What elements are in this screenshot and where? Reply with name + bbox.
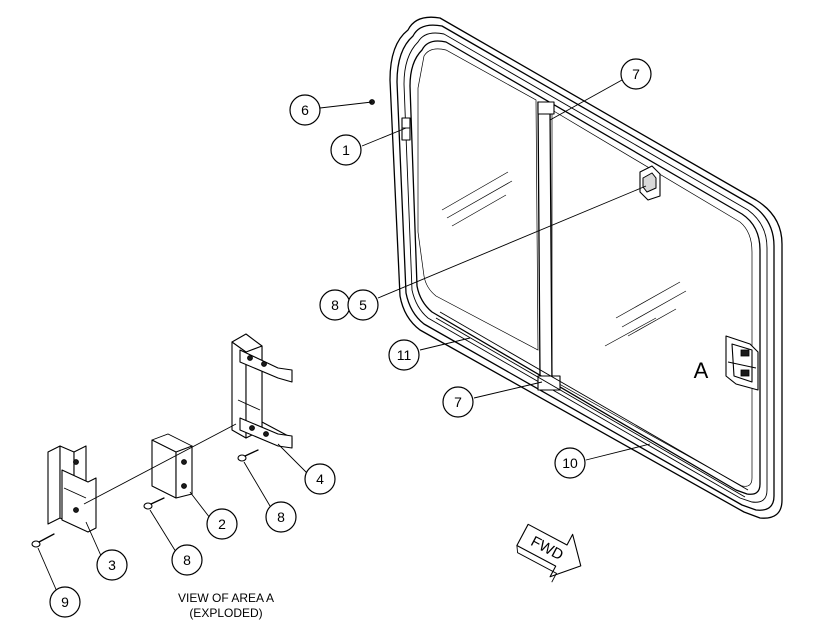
screw-8-plate bbox=[143, 497, 165, 510]
svg-text:1: 1 bbox=[342, 142, 350, 158]
view-caption-line2: (EXPLODED) bbox=[189, 606, 262, 620]
fwd-arrow: FWD bbox=[516, 523, 582, 583]
leader-lines bbox=[37, 79, 651, 595]
balloon-8-bottom: 8 bbox=[171, 544, 203, 576]
svg-text:3: 3 bbox=[108, 557, 116, 573]
area-a-latch bbox=[725, 335, 759, 391]
exploded-plate-2 bbox=[151, 433, 193, 499]
svg-text:4: 4 bbox=[316, 471, 324, 487]
svg-text:8: 8 bbox=[331, 297, 339, 313]
exploded-bracket-4 bbox=[231, 333, 293, 449]
svg-text:8: 8 bbox=[277, 509, 285, 525]
balloon-4: 4 bbox=[304, 463, 336, 495]
balloon-1: 1 bbox=[330, 134, 362, 166]
svg-text:7: 7 bbox=[454, 394, 462, 410]
latch-bracket bbox=[639, 165, 661, 201]
svg-text:11: 11 bbox=[397, 347, 412, 363]
balloon-10: 10 bbox=[554, 447, 586, 479]
center-mullion bbox=[537, 101, 561, 391]
area-a-label: A bbox=[694, 358, 709, 383]
callout-balloons: 6 1 7 8 5 11 7 10 4 8 2 3 8 9 bbox=[49, 58, 652, 618]
balloon-5: 5 bbox=[347, 289, 379, 321]
window-frame bbox=[389, 16, 783, 519]
balloon-11: 11 bbox=[388, 339, 420, 371]
balloon-7-bottom: 7 bbox=[442, 386, 474, 418]
screws bbox=[31, 99, 375, 548]
screw-9-hinge bbox=[31, 533, 55, 548]
svg-text:2: 2 bbox=[218, 516, 226, 532]
exploded-hinge-3 bbox=[47, 445, 97, 533]
svg-text:7: 7 bbox=[632, 66, 640, 82]
svg-text:6: 6 bbox=[301, 102, 309, 118]
balloon-6: 6 bbox=[289, 94, 321, 126]
balloon-8-left: 8 bbox=[319, 289, 351, 321]
balloon-2: 2 bbox=[206, 508, 238, 540]
balloon-9: 9 bbox=[49, 586, 81, 618]
balloon-3: 3 bbox=[96, 549, 128, 581]
svg-text:8: 8 bbox=[183, 552, 191, 568]
screw-8-bracket bbox=[237, 449, 259, 462]
balloon-7-top: 7 bbox=[620, 58, 652, 90]
view-caption-line1: VIEW OF AREA A bbox=[178, 591, 274, 605]
svg-text:10: 10 bbox=[562, 455, 578, 471]
svg-text:9: 9 bbox=[61, 594, 69, 610]
glass-panes bbox=[417, 48, 753, 487]
bottom-track bbox=[435, 311, 749, 498]
svg-text:5: 5 bbox=[359, 297, 367, 313]
balloon-8-right: 8 bbox=[265, 501, 297, 533]
explosion-axis bbox=[83, 423, 237, 505]
